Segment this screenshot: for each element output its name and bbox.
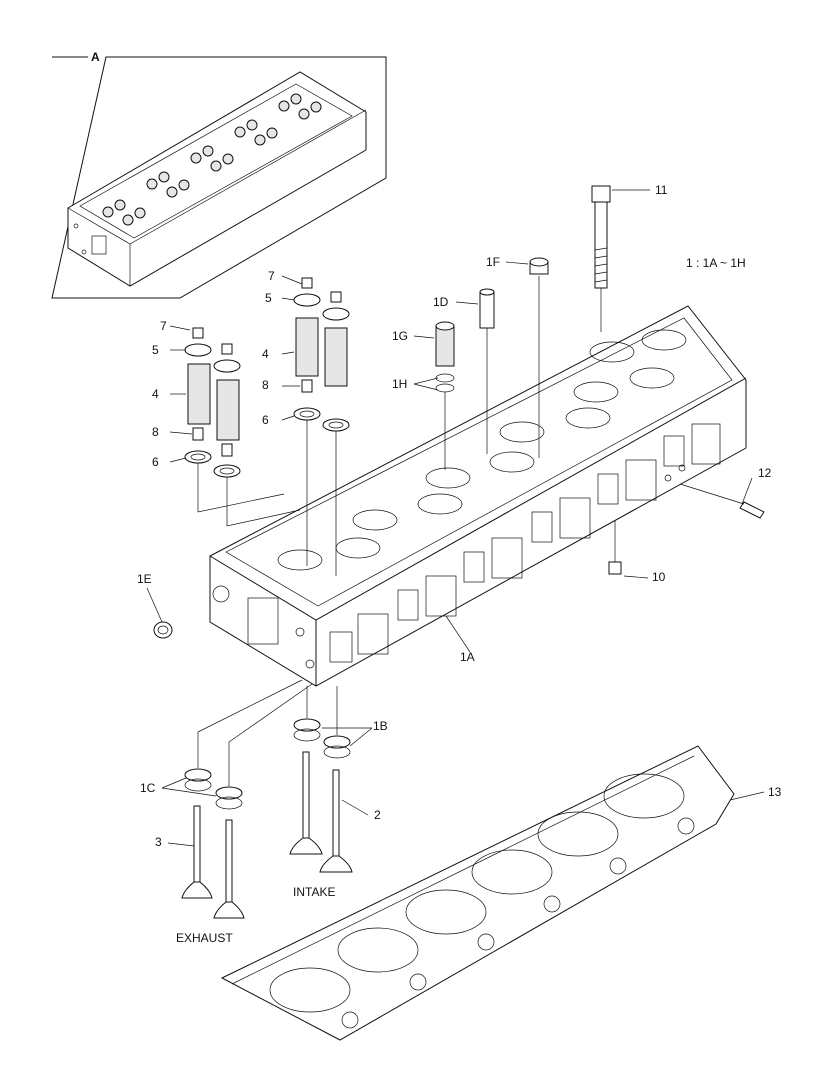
label-6a: 6 — [152, 455, 159, 469]
label-2: 2 — [374, 808, 381, 822]
detail-cylinder-head — [67, 71, 367, 287]
label-7b: 7 — [268, 269, 275, 283]
head-gasket-13 — [220, 745, 735, 1041]
exhaust-valves-3 — [181, 805, 245, 919]
valve-spring-group-left — [184, 327, 301, 527]
label-5b: 5 — [265, 291, 272, 305]
label-1h: 1H — [392, 377, 407, 391]
label-12: 12 — [758, 466, 772, 480]
valve-seat-inserts — [184, 679, 351, 810]
label-7a: 7 — [160, 319, 167, 333]
label-13: 13 — [768, 785, 782, 799]
label-11: 11 — [655, 183, 668, 197]
head-bolt-11 — [591, 185, 611, 332]
label-1a: 1A — [460, 650, 475, 664]
intake-valves-2 — [289, 751, 353, 873]
label-8a: 8 — [152, 425, 159, 439]
label-3: 3 — [155, 835, 162, 849]
label-1c: 1C — [140, 781, 156, 795]
label-4b: 4 — [262, 347, 269, 361]
label-8b: 8 — [262, 378, 269, 392]
label-6b: 6 — [262, 413, 269, 427]
ratio-note: 1 : 1A ~ 1H — [686, 256, 746, 270]
injector-parts — [435, 257, 549, 470]
label-1g: 1G — [392, 329, 408, 343]
label-intake: INTAKE — [293, 885, 335, 899]
detail-view-a: A — [51, 50, 387, 299]
part-labels: 1 : 1A ~ 1H 11 1F 1D 1G 1H 7 5 4 8 6 7 5… — [137, 183, 782, 945]
valve-seat-pockets — [277, 329, 687, 571]
label-1e: 1E — [137, 572, 152, 586]
label-4a: 4 — [152, 387, 159, 401]
label-exhaust: EXHAUST — [176, 931, 233, 945]
cylinder-head-1a — [209, 305, 747, 687]
plug-1e — [153, 621, 173, 639]
label-1b: 1B — [373, 719, 388, 733]
side-ports — [329, 423, 721, 663]
leader-lines — [146, 189, 765, 847]
label-10: 10 — [652, 570, 666, 584]
label-1f: 1F — [486, 255, 500, 269]
plug-10 — [608, 520, 622, 575]
label-5a: 5 — [152, 343, 159, 357]
detail-valve-springs — [102, 93, 322, 226]
stud-12 — [679, 483, 765, 519]
valve-spring-group-center — [293, 277, 350, 576]
detail-label-a: A — [91, 50, 100, 64]
label-1d: 1D — [433, 295, 449, 309]
